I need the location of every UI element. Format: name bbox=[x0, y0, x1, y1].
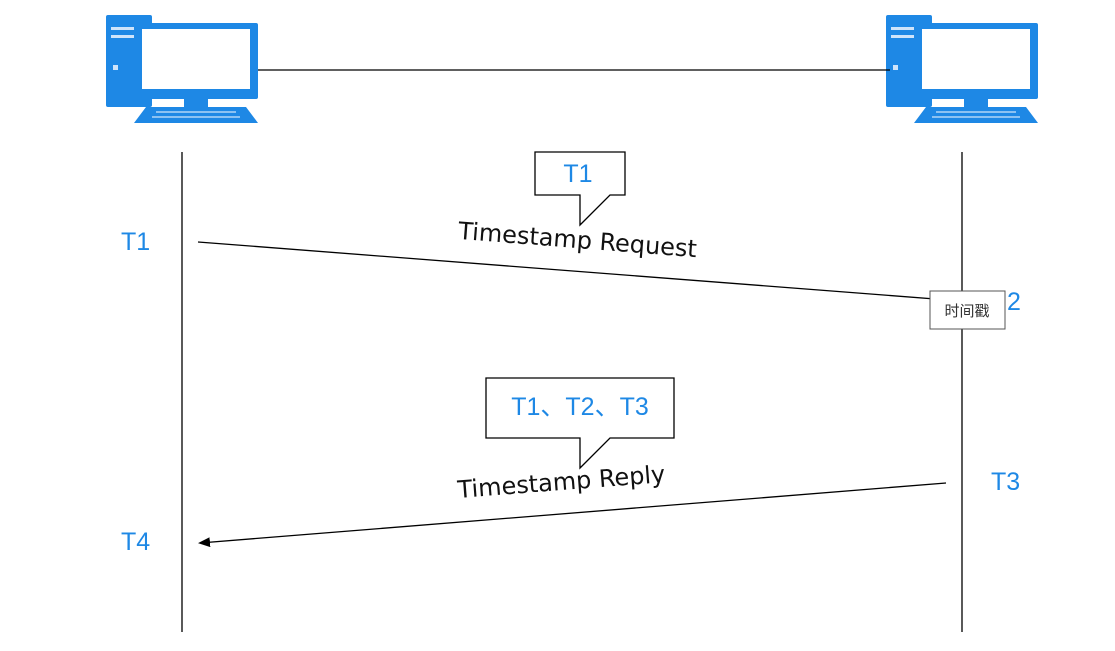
request-callout-bubble bbox=[534, 151, 626, 227]
timestamp-tag-box bbox=[929, 290, 1006, 330]
reply-callout-text: T1、T2、T3 bbox=[511, 393, 649, 421]
timestamp-tag-label: 时间戳 bbox=[944, 302, 989, 320]
reply-arrow-line bbox=[198, 482, 947, 548]
left-t1-label: T1 bbox=[121, 228, 150, 256]
reply-callout-bubble bbox=[485, 377, 675, 470]
reply-label: Timestamp Reply bbox=[456, 460, 667, 504]
request-label: Timestamp Request bbox=[456, 217, 698, 263]
left-t4-label: T4 bbox=[121, 528, 150, 556]
left-computer-icon bbox=[105, 14, 259, 124]
request-arrow-line bbox=[197, 241, 949, 301]
right-t2-label: 2 bbox=[1007, 288, 1021, 316]
request-callout-text: T1 bbox=[563, 160, 592, 188]
right-t3-label: T3 bbox=[991, 468, 1020, 496]
right-computer-icon bbox=[885, 14, 1039, 124]
